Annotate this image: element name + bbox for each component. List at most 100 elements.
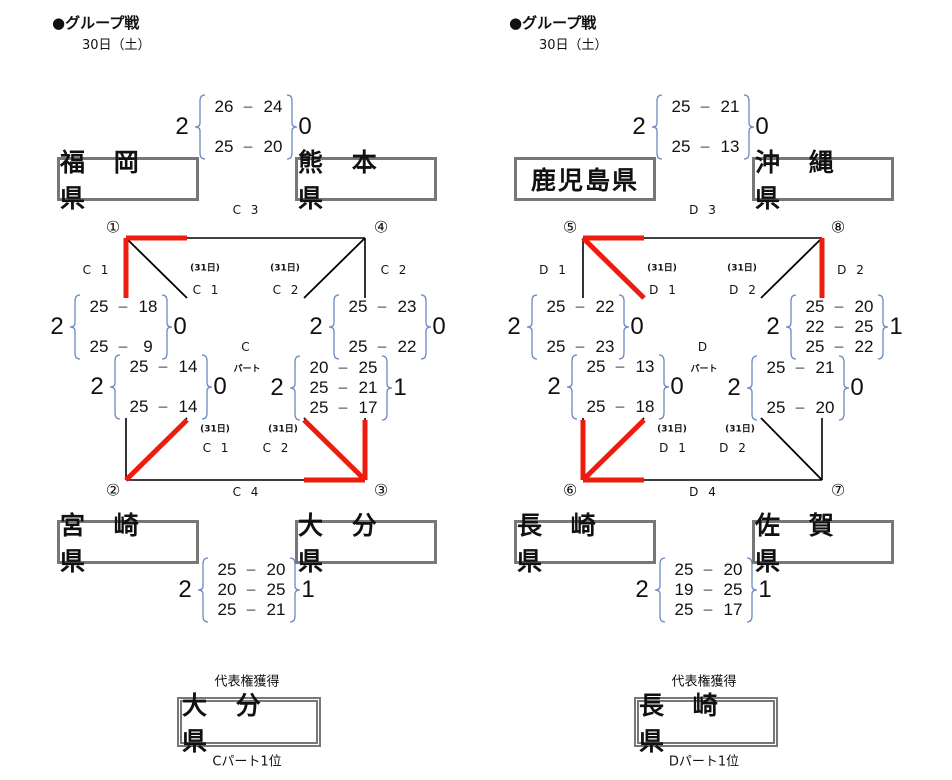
sets-won-left: 2 xyxy=(635,576,649,603)
set-score: 25 xyxy=(766,358,786,377)
match-label: D 2 xyxy=(729,283,759,297)
day-note: (31日) xyxy=(657,424,687,435)
sets-won-right: 1 xyxy=(889,313,903,340)
match-label: C 4 xyxy=(232,485,262,499)
brace-right xyxy=(201,354,213,420)
set-score: 25 xyxy=(671,97,691,116)
sets-won-right: 1 xyxy=(393,374,407,401)
sets-won-left: 2 xyxy=(309,313,323,340)
score-dash: － xyxy=(701,603,715,618)
brace-left xyxy=(194,94,206,160)
match-label: C 2 xyxy=(380,263,410,277)
match-label: D 2 xyxy=(837,263,867,277)
match-label: C xyxy=(241,340,253,354)
brace-right xyxy=(877,294,889,360)
set-score: 26 xyxy=(214,97,234,116)
sets-won-right: 0 xyxy=(173,313,187,340)
set-score: 20 xyxy=(854,297,874,316)
day-note: (31日) xyxy=(190,263,220,274)
set-score: 20 xyxy=(263,137,283,156)
score-dash: － xyxy=(573,300,587,315)
match-date: 30日（土） xyxy=(539,38,608,53)
set-score: 25 xyxy=(217,560,237,579)
sets-won-right: 1 xyxy=(301,576,315,603)
set-score: 25 xyxy=(586,357,606,376)
winner-box: 長 崎 県 xyxy=(634,691,778,756)
set-score: 14 xyxy=(178,357,198,376)
brace-left xyxy=(785,294,797,360)
brace-right xyxy=(618,294,630,360)
set-score: 25 xyxy=(129,397,149,416)
set-score: 25 xyxy=(546,297,566,316)
set-score: 25 xyxy=(214,137,234,156)
set-score: 25 xyxy=(674,560,694,579)
sets-won-right: 1 xyxy=(758,576,772,603)
seed-number: ② xyxy=(105,480,121,500)
brace-right xyxy=(746,557,758,623)
brace-right xyxy=(161,294,173,360)
sets-won-right: 0 xyxy=(298,113,312,140)
set-score: 25 xyxy=(89,337,109,356)
bracket-diagonal xyxy=(760,417,823,481)
brace-left xyxy=(654,557,666,623)
set-score: 25 xyxy=(674,600,694,619)
match-label: D 4 xyxy=(689,485,719,499)
day-note: パート xyxy=(690,364,718,375)
score-dash: － xyxy=(241,140,255,155)
sets-won-right: 0 xyxy=(213,373,227,400)
sets-won-left: 2 xyxy=(507,313,521,340)
match-label: C 2 xyxy=(262,441,292,455)
score-dash: － xyxy=(336,381,350,396)
day-note: (31日) xyxy=(270,263,300,274)
match-label: C 1 xyxy=(82,263,112,277)
set-score: 25 xyxy=(854,317,874,336)
match-label: C 1 xyxy=(192,283,222,297)
day-note: (31日) xyxy=(727,263,757,274)
set-score: 22 xyxy=(595,297,615,316)
seed-number: ⑧ xyxy=(830,217,846,237)
score-dash: － xyxy=(244,603,258,618)
brace-left xyxy=(651,94,663,160)
match-label: C 1 xyxy=(202,441,232,455)
match-label: C 2 xyxy=(272,283,302,297)
sets-won-left: 2 xyxy=(178,576,192,603)
group-stage-heading: ●グループ戦 xyxy=(52,14,140,32)
match-label: D xyxy=(697,340,711,354)
set-score: 25 xyxy=(129,357,149,376)
set-score: 25 xyxy=(805,297,825,316)
score-dash: － xyxy=(613,400,627,415)
score-dash: － xyxy=(701,583,715,598)
score-dash: － xyxy=(832,340,846,355)
seed-number: ③ xyxy=(373,480,389,500)
brace-right xyxy=(286,94,298,160)
seed-number: ⑦ xyxy=(830,480,846,500)
brace-left xyxy=(69,294,81,360)
set-score: 21 xyxy=(815,358,835,377)
score-dash: － xyxy=(116,300,130,315)
set-score: 25 xyxy=(309,378,329,397)
match-label: D 1 xyxy=(649,283,679,297)
set-score: 17 xyxy=(723,600,743,619)
set-score: 20 xyxy=(217,580,237,599)
team-box: 沖 縄 県 xyxy=(752,148,894,213)
score-dash: － xyxy=(698,140,712,155)
score-dash: － xyxy=(336,401,350,416)
set-score: 18 xyxy=(138,297,158,316)
score-dash: － xyxy=(793,401,807,416)
bracket-diagonal xyxy=(303,237,366,299)
score-dash: － xyxy=(613,360,627,375)
set-score: 22 xyxy=(854,337,874,356)
set-score: 20 xyxy=(723,560,743,579)
win-path-highlight xyxy=(124,418,189,482)
match-label: D 3 xyxy=(689,203,719,217)
brace-left xyxy=(328,294,340,360)
set-score: 20 xyxy=(815,398,835,417)
brace-right xyxy=(381,355,393,421)
score-dash: － xyxy=(156,400,170,415)
team-box: 熊 本 県 xyxy=(295,148,437,213)
brace-left xyxy=(289,355,301,421)
brace-right xyxy=(420,294,432,360)
seed-number: ⑥ xyxy=(562,480,578,500)
team-box: 福 岡 県 xyxy=(57,148,199,213)
